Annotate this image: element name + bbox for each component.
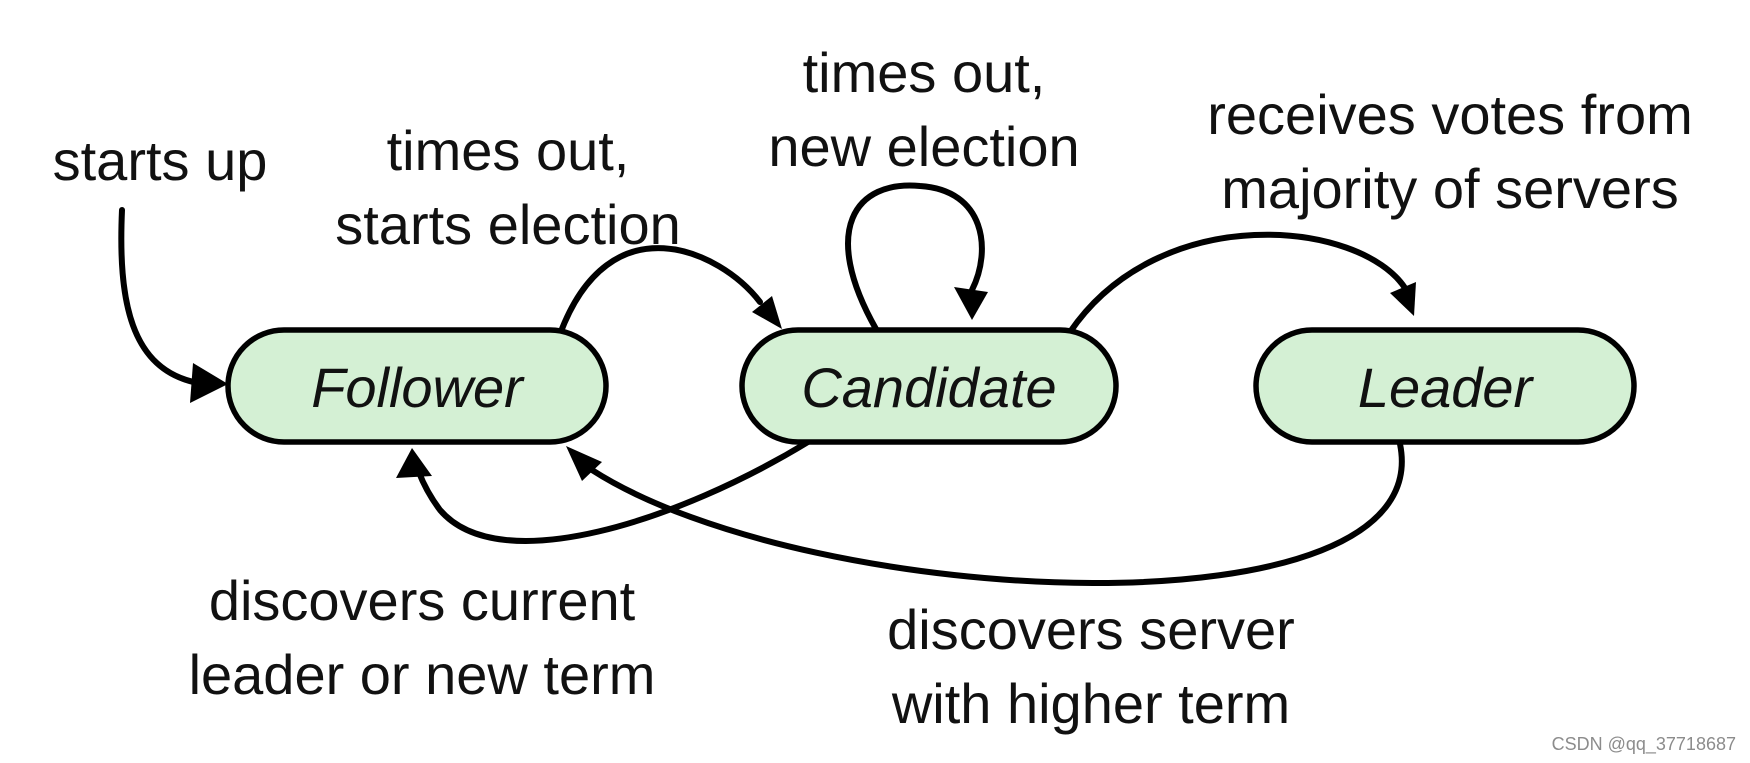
edge-follower-to-candidate-line: [557, 245, 763, 337]
edge-candidate-to-leader-arrowhead: [1390, 282, 1416, 316]
state-leader-shape: [1253, 327, 1637, 445]
label-candidate-to-follower-line2: leader or new term: [189, 643, 656, 706]
edge-candidate-to-follower-line: [415, 439, 811, 544]
state-candidate: Candidate: [739, 327, 1119, 445]
edge-leader-to-follower-arrowhead: [566, 446, 602, 481]
label-leader-to-follower-line1: discovers server: [887, 598, 1295, 661]
state-leader: Leader: [1253, 327, 1637, 445]
label-leader-to-follower-line2: with higher term: [891, 672, 1290, 735]
label-candidate-self-line2: new election: [768, 115, 1079, 178]
watermark: CSDN @qq_37718687: [1551, 734, 1736, 754]
state-follower-shape: [225, 327, 609, 445]
edge-follower-to-candidate: [557, 245, 782, 337]
edge-starts-up: [118, 207, 228, 403]
label-candidate-to-leader-line2: majority of servers: [1221, 157, 1678, 220]
label-follower-to-candidate-line1: times out,: [387, 119, 630, 182]
label-candidate-to-follower-line1: discovers current: [209, 569, 636, 632]
label-starts-up: starts up: [53, 129, 268, 192]
edge-starts-up-arrowhead: [190, 363, 228, 403]
edge-candidate-self-loop: [845, 182, 988, 332]
edge-candidate-self-loop-line: [845, 182, 985, 332]
label-candidate-to-leader-line1: receives votes from: [1207, 83, 1693, 146]
edge-candidate-to-follower: [396, 439, 811, 544]
edge-candidate-to-follower-arrowhead: [396, 448, 432, 478]
state-candidate-shape: [739, 327, 1119, 445]
state-leader-label: Leader: [1358, 356, 1535, 419]
state-follower: Follower: [225, 327, 609, 445]
state-follower-label: Follower: [311, 356, 525, 419]
edge-follower-to-candidate-arrowhead: [752, 296, 782, 329]
edge-leader-to-follower-line: [589, 441, 1405, 586]
edge-leader-to-follower: [566, 441, 1405, 586]
edge-candidate-to-leader-line: [1067, 231, 1408, 335]
label-candidate-self-line1: times out,: [803, 41, 1046, 104]
label-follower-to-candidate-line2: starts election: [335, 193, 681, 256]
state-candidate-label: Candidate: [801, 356, 1056, 419]
edge-starts-up-line: [118, 207, 201, 386]
edge-candidate-self-loop-arrowhead: [954, 287, 988, 320]
edge-candidate-to-leader: [1067, 231, 1416, 335]
